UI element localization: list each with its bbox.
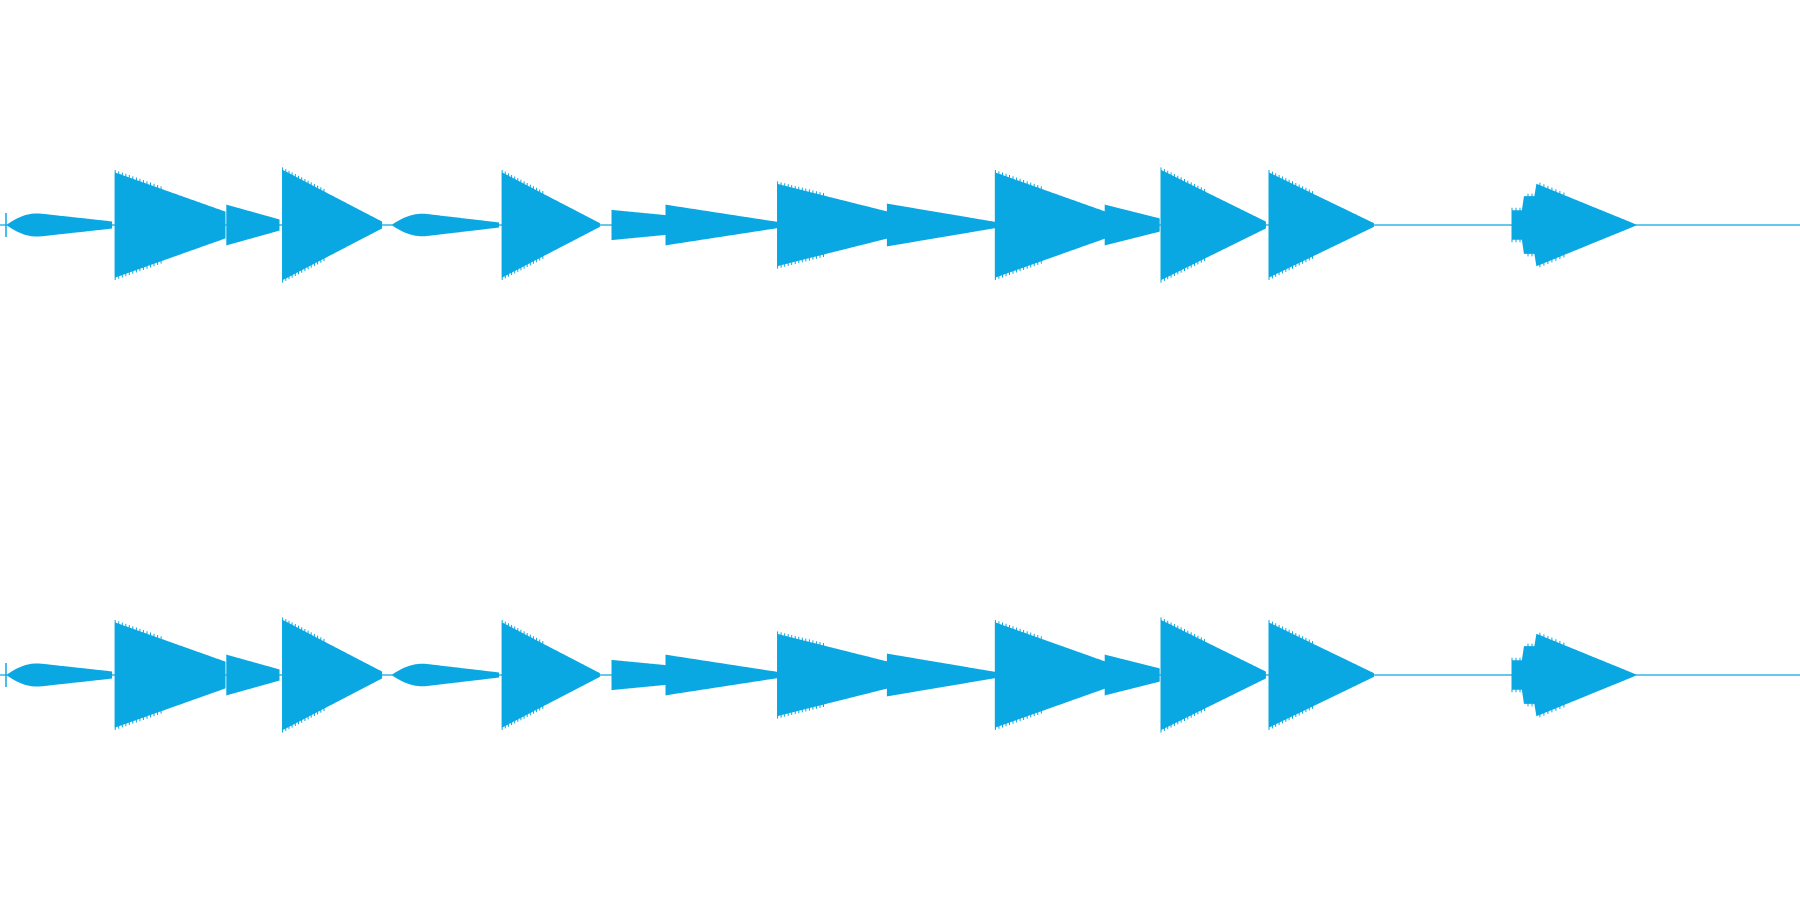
waveform-burst-11: [994, 622, 1106, 728]
waveform-burst-3: [226, 654, 280, 696]
waveform-burst-5: [391, 663, 500, 687]
waveform-burst-10: [886, 203, 996, 247]
waveform-burst-2: [114, 172, 226, 278]
waveform-burst-6: [501, 622, 600, 728]
channel-left-waveform: [0, 167, 1800, 283]
waveform-burst-14: [1268, 622, 1374, 728]
waveform-burst-15: [1511, 633, 1638, 717]
waveform-burst-8: [665, 204, 779, 246]
waveform-burst-12: [1104, 204, 1160, 246]
waveform-burst-9: [777, 183, 888, 267]
waveform-burst-12: [1104, 654, 1160, 696]
waveform-burst-4: [282, 619, 383, 731]
waveform-burst-13: [1160, 169, 1266, 281]
waveform-burst-2: [114, 622, 226, 728]
waveform-burst-8: [665, 654, 779, 696]
channel-right-waveform: [0, 617, 1800, 733]
waveform-burst-6: [501, 172, 600, 278]
waveform-burst-3: [226, 204, 280, 246]
waveform-burst-9: [777, 633, 888, 717]
waveform-burst-5: [391, 213, 500, 237]
waveform-burst-7: [611, 209, 667, 241]
waveform-burst-14: [1268, 172, 1374, 278]
waveform-burst-1: [6, 663, 113, 687]
waveform-burst-15: [1511, 183, 1638, 267]
waveform-burst-10: [886, 653, 996, 697]
waveform-burst-1: [6, 213, 113, 237]
waveform-burst-11: [994, 172, 1106, 278]
waveform-burst-13: [1160, 619, 1266, 731]
waveform-burst-4: [282, 169, 383, 281]
waveform-burst-7: [611, 659, 667, 691]
